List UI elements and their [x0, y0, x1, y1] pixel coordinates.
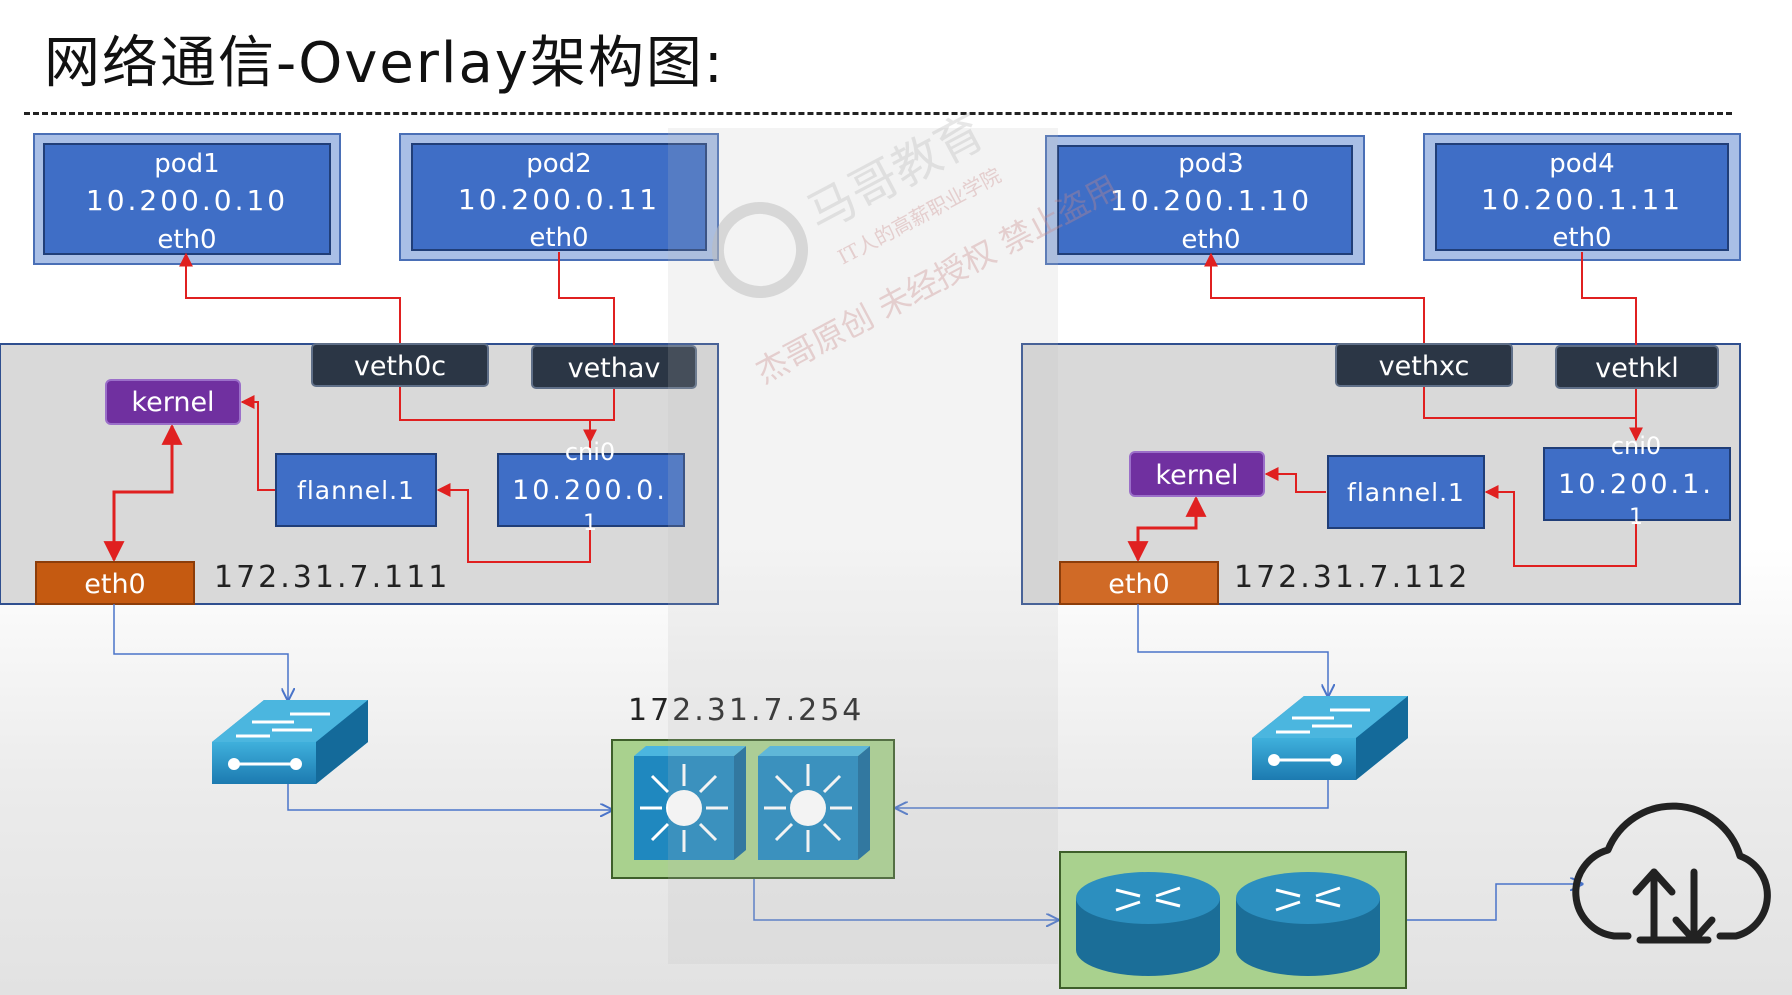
- cni0-right: cni0 10.200.1. 1: [1543, 432, 1731, 530]
- cni-name: cni0: [1611, 432, 1661, 460]
- flannel-label: flannel.1: [297, 476, 415, 505]
- flannel-right: flannel.1: [1327, 455, 1485, 529]
- cni0-left: cni0 10.200.0. 1: [497, 438, 685, 536]
- eth-label: eth0: [1108, 569, 1170, 600]
- kernel-label: kernel: [131, 387, 214, 418]
- cloud-icon: [1572, 802, 1771, 944]
- veth-left-a: veth0c: [311, 343, 489, 387]
- pod-ip: 10.200.0.11: [458, 183, 660, 216]
- flannel-label: flannel.1: [1347, 478, 1465, 507]
- pod-iface: eth0: [529, 223, 588, 253]
- pod-name: pod3: [1178, 149, 1243, 179]
- eth-label: eth0: [84, 569, 146, 600]
- cni-ip-tail: 1: [1629, 505, 1643, 530]
- pod-1: pod1 10.200.0.10 eth0: [33, 133, 341, 265]
- kernel-left: kernel: [105, 379, 241, 425]
- network-links: [113, 604, 1582, 920]
- veth-left-b: vethav: [531, 345, 697, 389]
- pod-name: pod1: [154, 149, 219, 179]
- core-switch-icon: [611, 739, 895, 879]
- pod-2: pod2 10.200.0.11 eth0: [399, 133, 719, 261]
- pod-4: pod4 10.200.1.11 eth0: [1423, 133, 1741, 261]
- pod-iface: eth0: [1552, 223, 1611, 253]
- pod-name: pod2: [526, 149, 591, 179]
- veth-label: vethav: [568, 353, 661, 384]
- cni-name: cni0: [565, 438, 615, 466]
- pod-iface: eth0: [1181, 225, 1240, 255]
- veth-label: vethkl: [1595, 353, 1678, 384]
- watermark: 马哥教育 IT人的高薪职业学院 杰哥原创 未经授权 禁止盗用: [668, 103, 1124, 964]
- title-divider: [24, 112, 1732, 115]
- host-ip-left: 172.31.7.111: [214, 560, 450, 595]
- pod-name: pod4: [1549, 149, 1614, 179]
- cni-ip: 10.200.1.: [1558, 469, 1714, 500]
- veth-label: veth0c: [354, 351, 446, 382]
- pod-iface: eth0: [157, 225, 216, 255]
- switch-icon: [1252, 696, 1408, 780]
- veth-right-a: vethxc: [1335, 343, 1513, 387]
- veth-right-b: vethkl: [1555, 345, 1719, 389]
- core-switch-ip: 172.31.7.254: [628, 693, 864, 728]
- cni-ip: 10.200.0.: [512, 475, 668, 506]
- host-ip-right: 172.31.7.112: [1234, 560, 1470, 595]
- switch-icon: [212, 700, 368, 784]
- veth-label: vethxc: [1379, 351, 1470, 382]
- router-icon: [1059, 851, 1407, 989]
- eth0-right: eth0: [1059, 561, 1219, 605]
- page-title: 网络通信-Overlay架构图:: [44, 31, 725, 96]
- pod-ip: 10.200.0.10: [86, 184, 288, 217]
- eth0-left: eth0: [35, 561, 195, 605]
- cni-ip-tail: 1: [583, 511, 597, 536]
- pod-3: pod3 10.200.1.10 eth0: [1045, 135, 1365, 265]
- flannel-left: flannel.1: [275, 453, 437, 527]
- kernel-label: kernel: [1155, 460, 1238, 491]
- pod-ip: 10.200.1.11: [1481, 183, 1683, 216]
- pod-ip: 10.200.1.10: [1110, 184, 1312, 217]
- kernel-right: kernel: [1129, 451, 1265, 497]
